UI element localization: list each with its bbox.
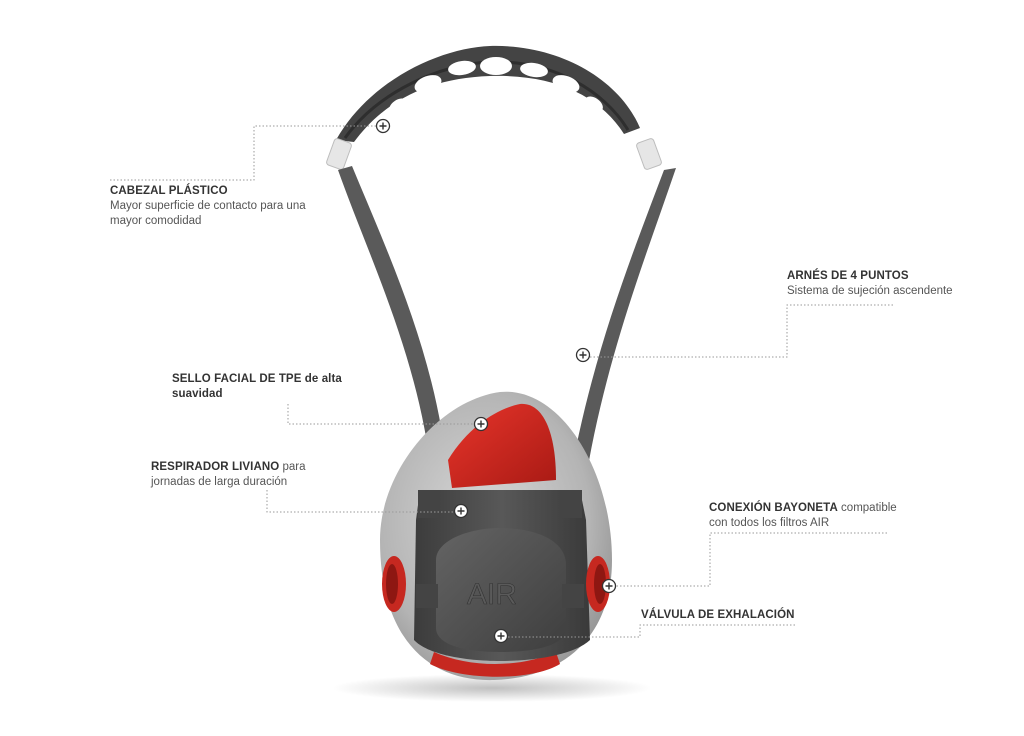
callout-arnes-desc: Sistema de sujeción ascendente [787,285,953,297]
callout-conexion: CONEXIÓN BAYONETA compatible con todos l… [709,501,897,531]
front-cover [436,528,566,652]
callout-cabezal-title: CABEZAL PLÁSTICO [110,185,228,197]
callout-conexion-desc-2: con todos los filtros AIR [709,517,830,529]
leader-conexion [616,532,887,587]
leader-cabezal [110,125,376,181]
plus-circle-icon [473,416,489,432]
hotspots [375,118,617,644]
harness-straps [338,166,676,490]
plus-circle-icon [575,347,591,363]
callout-respirador: RESPIRADOR LIVIANO para jornadas de larg… [151,460,306,490]
head-cradle [326,45,662,170]
callout-conexion-title: CONEXIÓN BAYONETA [709,502,838,514]
air-logo: AIR [467,578,517,611]
callout-sello-title-2: suavidad [172,388,223,400]
leader-sello [287,404,474,425]
callout-arnes-title: ARNÉS DE 4 PUNTOS [787,270,909,282]
leader-arnes [590,304,893,358]
callout-cabezal: CABEZAL PLÁSTICO Mayor superficie de con… [110,184,306,229]
callout-cabezal-desc-1: Mayor superficie de contacto para una [110,200,306,212]
callout-valvula-title: VÁLVULA DE EXHALACIÓN [641,609,795,621]
callout-valvula: VÁLVULA DE EXHALACIÓN [641,608,795,623]
mask-body: AIR [380,391,612,681]
callout-respirador-desc-inline: para [279,461,306,473]
callout-conexion-desc-inline: compatible [837,502,897,514]
callout-respirador-title: RESPIRADOR LIVIANO [151,461,280,473]
callout-cabezal-desc-2: mayor comodidad [110,215,202,227]
callout-sello-title: SELLO FACIAL DE TPE de alta [172,373,342,385]
plus-circle-icon [601,578,617,594]
leader-lines [110,125,893,638]
callout-sello: SELLO FACIAL DE TPE de alta suavidad [172,372,342,402]
ground-shadow [332,674,652,702]
callout-respirador-desc-2: jornadas de larga duración [151,476,288,488]
leader-respirador [266,490,454,513]
plus-circle-icon [493,628,509,644]
leader-valvula [508,624,795,638]
plus-circle-icon [453,503,469,519]
plus-circle-icon [375,118,391,134]
callout-arnes: ARNÉS DE 4 PUNTOS Sistema de sujeción as… [787,269,953,299]
